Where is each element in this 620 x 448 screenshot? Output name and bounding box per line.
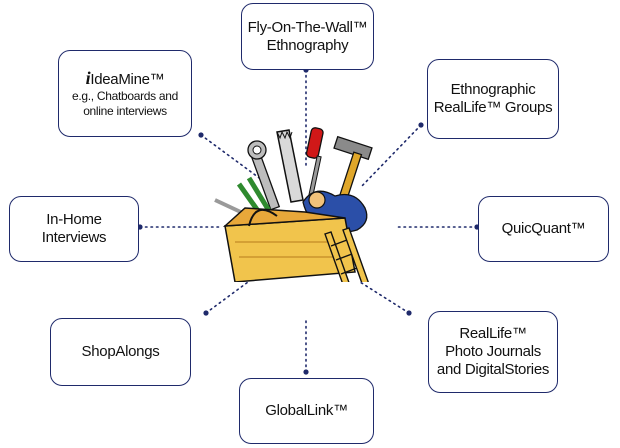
ideamine-logo-i: i [85,67,91,88]
node-subline: e.g., Chatboards and [71,89,179,104]
fly-on-the-wall-ethnography-box: Fly-On-The-Wall™ Ethnography [241,3,374,70]
node-line: QuicQuant™ [501,220,586,237]
node-line: ShopAlongs [81,343,160,360]
node-line: RealLife™ [459,325,527,342]
ideamine-title: iIdeaMine™ [86,68,165,90]
node-line: Ethnography [266,36,349,54]
quicquant-box: QuicQuant™ [478,196,609,262]
globallink-box: GlobalLink™ [239,378,374,444]
node-subline: online interviews [83,104,167,119]
node-line: Photo Journals [445,343,541,360]
in-home-interviews-box: In-Home Interviews [9,196,139,262]
ideamine-title-text: IdeaMine™ [90,70,165,88]
node-line: In-Home [46,211,102,228]
node-line: GlobalLink™ [265,402,348,419]
toolbox-illustration [214,127,373,282]
reallife-photo-journals-box: RealLife™ Photo Journals and DigitalStor… [428,311,558,393]
node-line: RealLife™ Groups [433,99,553,116]
node-line: and DigitalStories [436,361,550,378]
node-line: Interviews [41,229,107,246]
ethnographic-reallife-groups-box: Ethnographic RealLife™ Groups [427,59,559,139]
node-line: Fly-On-The-Wall™ [247,18,368,36]
node-line: Ethnographic [450,81,536,98]
shopalongs-box: ShopAlongs [50,318,191,386]
ideamine-box: iIdeaMine™ e.g., Chatboards and online i… [58,50,192,137]
